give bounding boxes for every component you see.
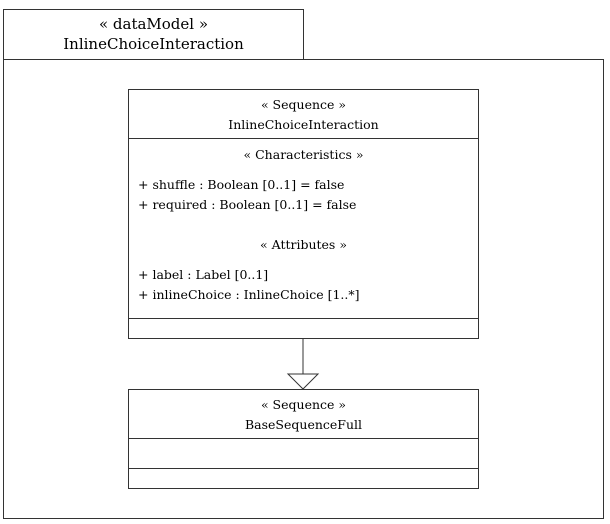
package-stereotype: « dataModel » (98, 15, 209, 33)
package-name: InlineChoiceInteraction (63, 35, 244, 53)
class-stereotype: « Sequence » (260, 97, 347, 112)
class-base-sequence-full[interactable] (128, 389, 479, 489)
class-name: InlineChoiceInteraction (228, 117, 379, 132)
attributes-header: « Attributes » (260, 237, 347, 252)
generalization-arrowhead (286, 373, 320, 390)
base-class-name: BaseSequenceFull (244, 417, 363, 432)
package-tab (3, 9, 304, 60)
characteristic-required: + required : Boolean [0..1] = false (138, 197, 357, 212)
attribute-label: + label : Label [0..1] (138, 267, 269, 282)
base-class-name-separator (128, 438, 479, 439)
class-inline-choice-interaction[interactable] (128, 89, 479, 339)
base-class-operations-separator (128, 468, 479, 469)
class-name-separator (128, 138, 479, 139)
characteristic-shuffle: + shuffle : Boolean [0..1] = false (138, 177, 345, 192)
base-class-stereotype: « Sequence » (260, 397, 347, 412)
characteristics-header: « Characteristics » (243, 147, 364, 162)
class-operations-separator (128, 318, 479, 319)
attribute-inline-choice: + inlineChoice : InlineChoice [1..*] (138, 287, 360, 302)
